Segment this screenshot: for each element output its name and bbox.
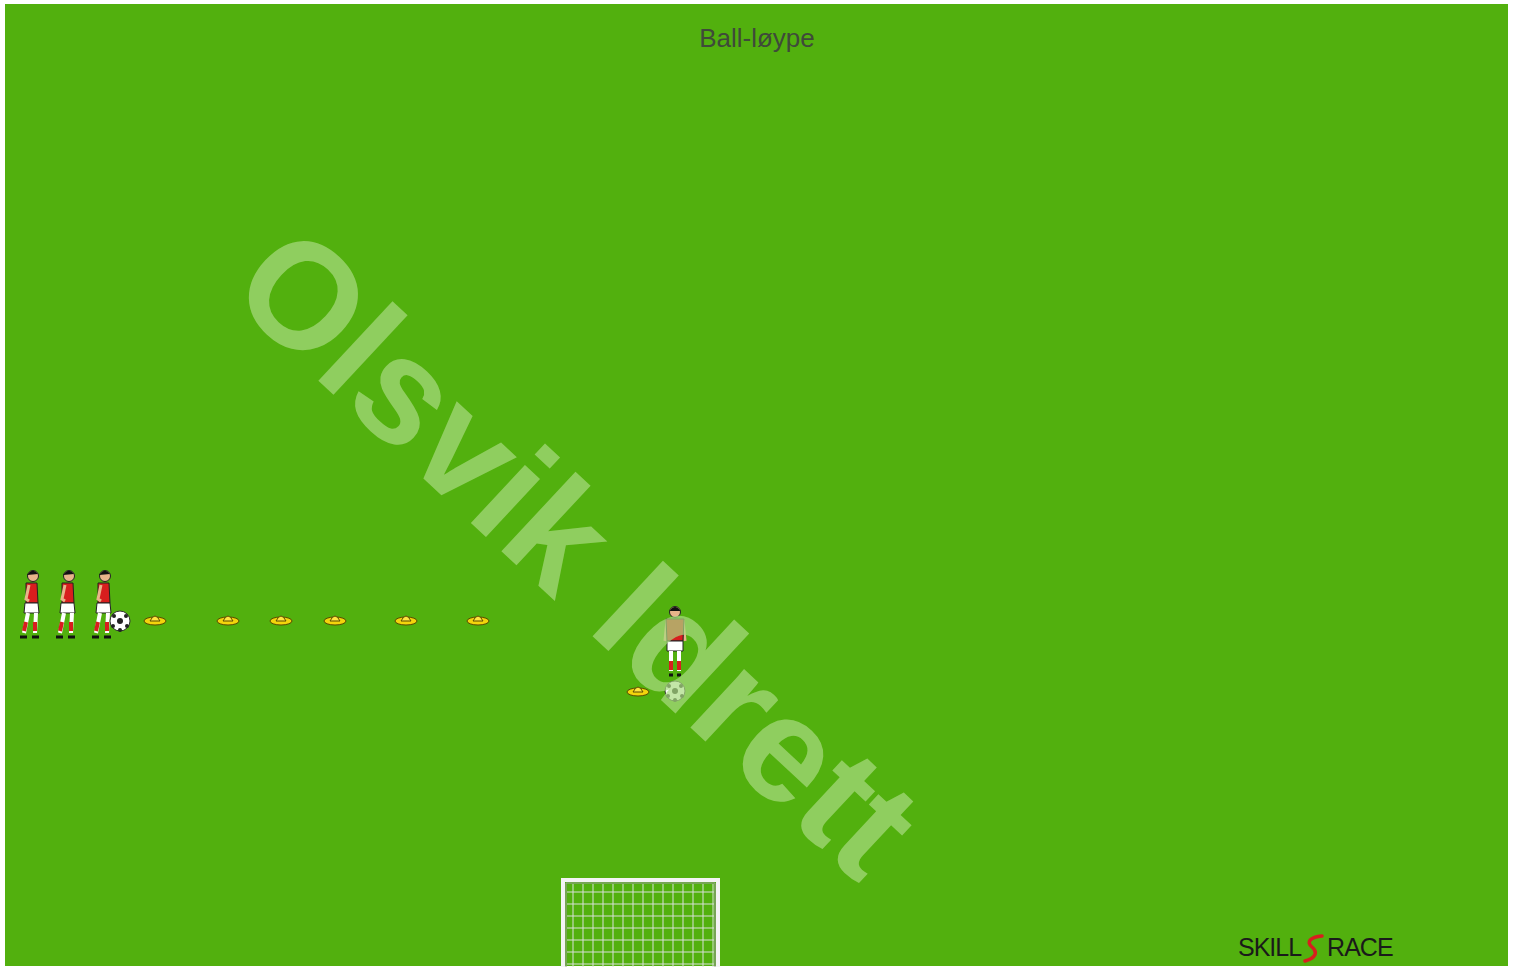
- cone-symbol: [217, 616, 239, 625]
- player-shoe: [32, 636, 39, 639]
- logo-text: RACE: [1327, 935, 1392, 960]
- player-sock: [69, 622, 73, 631]
- goal-frame: [563, 880, 718, 967]
- ball-patch: [124, 614, 128, 618]
- player-figure: [20, 571, 39, 638]
- goal-net: [573, 884, 574, 967]
- goal-net: [567, 964, 714, 965]
- logo-swoosh: [1302, 933, 1326, 963]
- player-leg: [24, 613, 28, 633]
- ball-patch: [111, 624, 115, 628]
- cone-symbol: [270, 616, 292, 625]
- goal-net: [633, 884, 634, 967]
- player-leg: [96, 613, 100, 633]
- player-shorts: [60, 603, 75, 613]
- player-hair: [63, 571, 74, 575]
- player-sock: [24, 622, 26, 631]
- player-shorts: [24, 603, 39, 613]
- goal-net: [567, 928, 714, 929]
- diagram-title: Ball-løype: [699, 25, 815, 51]
- goal-net: [673, 884, 674, 967]
- player-sock: [60, 622, 62, 631]
- goal-net: [583, 884, 584, 967]
- cone-top: [276, 616, 286, 621]
- player-sock: [33, 622, 37, 631]
- ball-body: [110, 611, 130, 631]
- ball-symbol: [110, 611, 130, 632]
- goal-net: [623, 884, 624, 967]
- goal-net: [603, 884, 604, 967]
- goal-net: [593, 884, 594, 967]
- cone-top: [150, 616, 160, 621]
- ball-patch: [125, 624, 129, 628]
- logo-swoosh-path: [1305, 936, 1322, 961]
- goal-net: [567, 916, 714, 917]
- cone-top: [330, 616, 340, 621]
- cone-symbol: [324, 616, 346, 625]
- goal-net: [567, 940, 714, 941]
- goal-net: [613, 884, 614, 967]
- player-shirt: [26, 583, 38, 603]
- goal-net: [653, 884, 654, 967]
- player-figure: [56, 571, 75, 638]
- player-shirt: [98, 583, 110, 603]
- player-sock: [105, 622, 109, 631]
- player-arm: [26, 585, 29, 601]
- player-arm: [98, 585, 101, 601]
- goal-net: [693, 884, 694, 967]
- player-shoe: [104, 636, 111, 639]
- goal-net: [567, 952, 714, 953]
- player-head: [64, 571, 75, 582]
- player-sock: [96, 622, 98, 631]
- player-shoe: [20, 636, 27, 639]
- ball-patch: [118, 628, 122, 632]
- cone-base: [217, 617, 239, 625]
- player-figure: [92, 571, 111, 638]
- player-shorts: [96, 603, 111, 613]
- player-head: [28, 571, 39, 582]
- ball-patch: [117, 618, 123, 624]
- goal-net: [703, 884, 704, 967]
- cone-base: [270, 617, 292, 625]
- player-leg: [107, 613, 108, 633]
- player-arm: [62, 585, 65, 601]
- goal-net: [713, 884, 714, 967]
- player-hair: [27, 571, 38, 575]
- goal-symbol: [563, 880, 718, 967]
- cone-top: [223, 616, 233, 621]
- goal-net: [663, 884, 664, 967]
- player-shoe: [92, 636, 99, 639]
- goal-net: [643, 884, 644, 967]
- ball-patch: [112, 614, 116, 618]
- player-shirt: [62, 583, 74, 603]
- cone-symbol: [395, 616, 417, 625]
- cone-base: [467, 617, 489, 625]
- cone-symbol: [467, 616, 489, 625]
- player-shoe: [68, 636, 75, 639]
- player-leg: [60, 613, 64, 633]
- cone-top: [473, 616, 483, 621]
- player-leg: [71, 613, 72, 633]
- goal-net: [567, 904, 714, 905]
- goal-net: [683, 884, 684, 967]
- player-hair: [99, 571, 110, 575]
- cone-base: [395, 617, 417, 625]
- cone-top: [401, 616, 411, 621]
- goal-net: [567, 892, 714, 893]
- player-shoe: [56, 636, 63, 639]
- logo-text: SKILL: [1238, 935, 1301, 960]
- pitch-ground: [5, 4, 1508, 966]
- cone-base: [324, 617, 346, 625]
- player-leg: [35, 613, 36, 633]
- cone-base: [144, 617, 166, 625]
- goal-frame-shadow: [566, 883, 715, 967]
- logo-mark: SKILL RACE: [1238, 933, 1393, 960]
- player-head: [100, 571, 111, 582]
- cone-symbol: [144, 616, 166, 625]
